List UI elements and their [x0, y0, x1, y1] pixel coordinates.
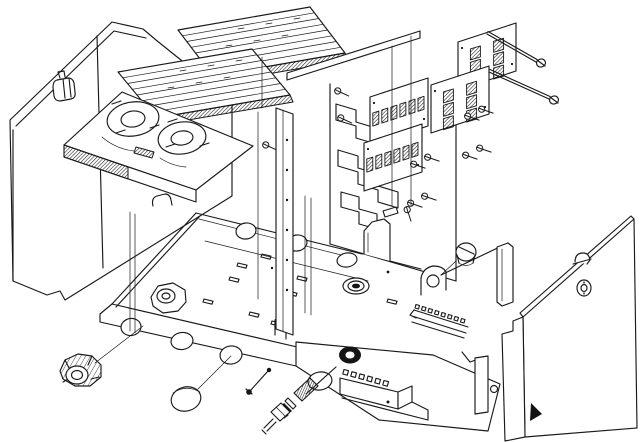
- comb-rail-side: [409, 303, 469, 339]
- inner-mounting-frame: [286, 30, 421, 81]
- dome-plug: [170, 386, 202, 412]
- adapter-plate-2: [430, 65, 490, 134]
- fiber-spool-plate: [63, 91, 254, 203]
- splice-tray-stack-lower: [117, 48, 294, 126]
- long-screw-2: [488, 68, 560, 105]
- knob-plug: [455, 242, 477, 266]
- inner-frame-post: [275, 107, 294, 336]
- cable-gland: [59, 353, 102, 387]
- alignment-lines: [129, 35, 412, 334]
- pin-screw: [245, 367, 272, 395]
- long-screw-1: [486, 30, 547, 68]
- right-cover-panel: [501, 215, 638, 442]
- threaded-connector: [261, 366, 337, 435]
- comb-rail-front: [339, 368, 429, 421]
- leader-lines: [94, 260, 457, 390]
- adapter-plate-4: [363, 123, 423, 218]
